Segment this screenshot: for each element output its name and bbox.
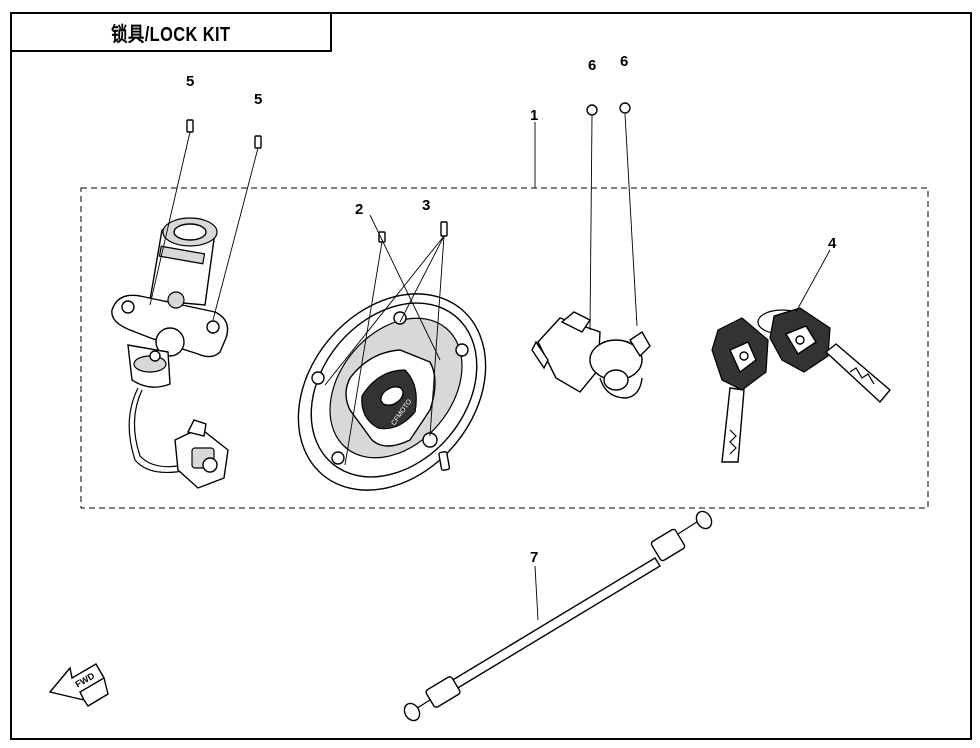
keys bbox=[711, 307, 891, 463]
leader-4 bbox=[795, 249, 831, 313]
kit-boundary bbox=[80, 187, 929, 509]
callout-2: 2 bbox=[355, 201, 363, 218]
diagram-title: 锁具/LOCK KIT bbox=[111, 23, 231, 46]
callout-5-left: 5 bbox=[186, 73, 194, 90]
drawing-frame bbox=[10, 12, 972, 740]
seat-lock bbox=[531, 311, 651, 399]
screw-5-right bbox=[212, 135, 262, 321]
lock-cable bbox=[403, 510, 713, 722]
fuel-tank-cap: CFMOTO bbox=[297, 293, 487, 491]
callout-3: 3 bbox=[422, 197, 430, 214]
callout-4: 4 bbox=[828, 235, 837, 252]
callout-6-left: 6 bbox=[588, 57, 596, 74]
title-box: 锁具/LOCK KIT bbox=[10, 12, 332, 52]
screw-5-left bbox=[149, 119, 194, 306]
callout-5-right: 5 bbox=[254, 91, 262, 108]
forward-arrow: FWD bbox=[48, 663, 109, 707]
callout-7: 7 bbox=[530, 549, 538, 566]
nut-6-left bbox=[586, 104, 598, 331]
callout-1: 1 bbox=[530, 107, 538, 124]
callout-6-right: 6 bbox=[620, 53, 628, 70]
nut-6-right bbox=[619, 102, 638, 327]
ignition-switch bbox=[111, 217, 229, 489]
screw-2 bbox=[344, 214, 441, 466]
leader-7 bbox=[534, 565, 539, 621]
screw-3 bbox=[324, 221, 448, 437]
